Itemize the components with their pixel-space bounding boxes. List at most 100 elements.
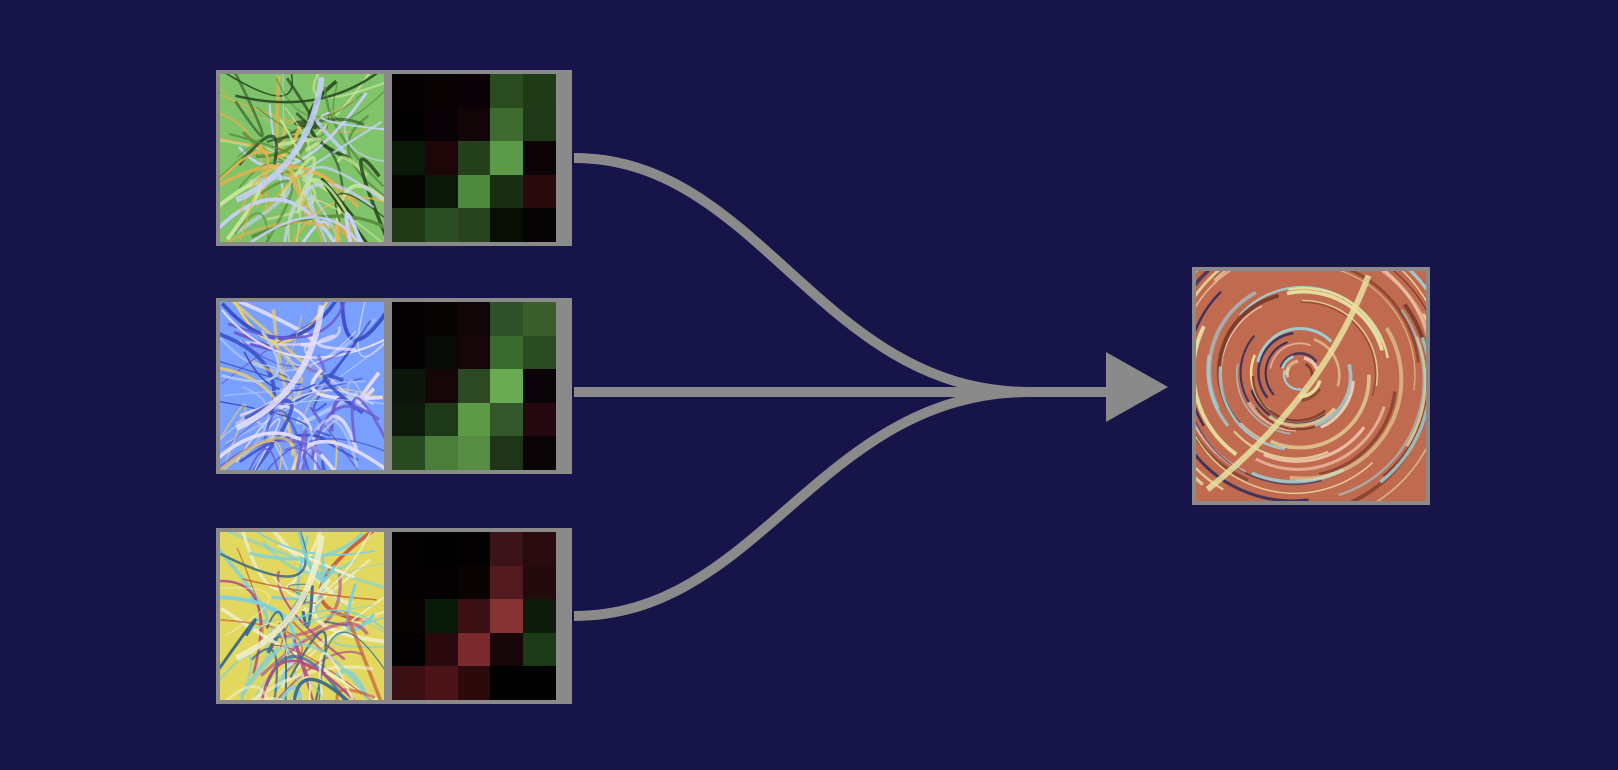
texture-stroke: [1257, 332, 1294, 399]
texture-stroke: [259, 179, 294, 242]
weight-cell: [457, 599, 491, 634]
weight-cell: [490, 402, 524, 437]
texture-stroke: [253, 418, 281, 470]
texture-stroke: [239, 433, 326, 463]
texture-stroke: [220, 618, 257, 671]
texture-stroke: [234, 74, 264, 137]
texture-ridge: [235, 304, 325, 431]
texture-stroke: [220, 436, 298, 470]
weight-cell: [424, 141, 458, 176]
weight-cell: [523, 302, 557, 336]
weight-cell: [490, 436, 524, 470]
input-feature-pair-3: [216, 528, 572, 704]
weight-grid: [392, 74, 557, 242]
weight-cell: [457, 532, 491, 566]
texture-stroke: [1196, 453, 1309, 501]
weight-cell: [457, 632, 491, 667]
texture-stroke: [224, 385, 300, 448]
weight-cell: [490, 74, 524, 108]
texture-stroke: [276, 117, 365, 144]
weight-cell: [457, 107, 491, 142]
texture-stroke: [1268, 407, 1337, 427]
texture-stroke: [220, 619, 304, 673]
texture-stroke: [220, 139, 261, 178]
weight-cell: [523, 141, 557, 176]
texture-stroke: [284, 330, 357, 367]
texture-stroke: [222, 440, 282, 470]
weight-cell: [392, 107, 425, 142]
weight-cell: [392, 666, 425, 700]
weight-cell: [457, 208, 491, 242]
texture-stroke: [248, 448, 279, 470]
texture-stroke: [1338, 309, 1425, 497]
weight-cell: [457, 141, 491, 176]
feature-visualization-image: [220, 532, 384, 700]
texture-stroke: [293, 418, 359, 470]
texture-stroke: [1285, 366, 1291, 378]
texture-stroke: [220, 302, 338, 340]
arrowhead-icon: [1106, 352, 1168, 422]
texture-stroke: [345, 583, 376, 633]
texture-stroke: [283, 446, 322, 470]
texture-stroke: [1233, 430, 1329, 460]
texture-stroke: [261, 659, 356, 700]
weight-cell: [424, 532, 458, 566]
texture-stroke: [259, 621, 369, 677]
weight-cell: [523, 208, 557, 242]
texture-stroke: [301, 220, 331, 242]
texture-stroke: [343, 118, 384, 163]
texture-stroke: [340, 302, 384, 342]
texture-stroke: [1235, 363, 1291, 435]
texture-stroke: [277, 543, 355, 579]
weight-cell: [424, 369, 458, 404]
texture-stroke: [1288, 287, 1390, 359]
texture-stroke: [220, 431, 336, 470]
texture-stroke: [303, 345, 381, 422]
texture-stroke: [227, 302, 346, 339]
texture-stroke: [282, 182, 375, 242]
weight-cell: [523, 174, 557, 209]
weight-cell: [490, 632, 524, 667]
texture-stroke: [256, 125, 302, 159]
texture-stroke: [275, 650, 363, 700]
weight-cell: [490, 666, 524, 700]
texture-stroke: [237, 91, 368, 169]
texture-stroke: [238, 179, 261, 242]
input-feature-pair-1: [216, 70, 572, 246]
weight-cell: [457, 565, 491, 600]
weight-cell: [490, 302, 524, 336]
input-feature-pair-2: [216, 298, 572, 474]
texture-stroke: [357, 302, 384, 358]
texture-stroke: [249, 216, 360, 242]
weight-cell: [490, 208, 524, 242]
weight-cell: [490, 599, 524, 634]
weight-cell: [457, 302, 491, 336]
weight-cell: [523, 532, 557, 566]
texture-stroke: [1279, 352, 1318, 368]
texture-stroke: [315, 119, 348, 155]
texture-stroke: [1196, 290, 1222, 427]
weight-cell: [424, 599, 458, 634]
weight-cell: [392, 141, 425, 176]
weight-cell: [392, 436, 425, 470]
texture-stroke: [1218, 366, 1286, 451]
weight-cell: [457, 74, 491, 108]
weight-cell: [490, 174, 524, 209]
texture-stroke: [1339, 271, 1416, 391]
texture-stroke: [225, 74, 294, 97]
weight-grid: [392, 532, 557, 700]
weight-cell: [523, 369, 557, 404]
weight-cell: [523, 632, 557, 667]
texture-stroke: [295, 429, 308, 470]
weight-cell: [490, 369, 524, 404]
texture-stroke: [350, 396, 384, 443]
texture-stroke: [1348, 271, 1420, 363]
weight-cell: [424, 666, 458, 700]
texture-stroke: [235, 389, 374, 463]
texture-stroke: [317, 334, 356, 352]
texture-stroke: [1206, 354, 1230, 427]
texture-stroke: [1282, 369, 1302, 391]
connector-curve-top: [573, 153, 1031, 397]
texture-stroke: [344, 212, 363, 242]
